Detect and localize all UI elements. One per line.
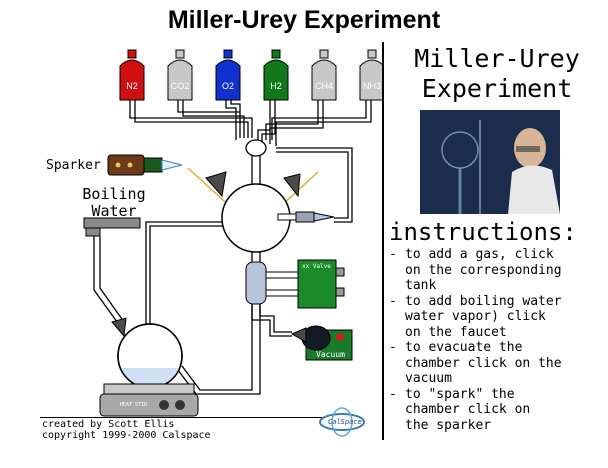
valve-box [297,259,345,309]
gas-tank-label[interactable]: CO2 [170,81,190,91]
gas-tank-n2[interactable] [119,49,145,101]
side-panel-title: Miller-Urey Experiment [390,44,604,104]
credits-rule [40,417,322,418]
logo-text: CalSpace [328,418,362,426]
page-title: Miller-Urey Experiment [167,6,441,34]
sparker-label: Sparker [46,158,101,173]
electrodes [187,167,319,217]
vacuum-pump [290,325,353,361]
instruction-item: -to evacuate the chamber click on the va… [389,340,562,386]
boiling-water-line2: Water [91,202,137,220]
vacuum-label[interactable]: Vacuum [316,350,345,359]
panel-divider [382,42,384,440]
credits-line2: copyright 1999-2000 Calspace [42,430,211,441]
gas-tank-label[interactable]: N2 [126,81,138,91]
gas-tank-o2[interactable] [215,49,241,101]
credits: created by Scott Ellis copyright 1999-20… [42,419,211,441]
gas-tank-ch4[interactable] [311,49,337,101]
hot-plate [99,383,199,417]
condenser [245,261,300,305]
instruction-text: to add a gas, click on the corresponding… [405,247,562,293]
credits-line1: created by Scott Ellis [42,419,175,430]
scientist-photo [420,110,560,214]
instruction-item: -to add a gas, click on the correspondin… [389,247,562,293]
hotplate-knob-label: HEAT STIR [120,402,148,408]
sparker-device [107,154,183,176]
gas-tank-h2[interactable] [263,49,289,101]
valve-label: xx Valve [302,263,331,270]
instructions-heading: instructions: [389,218,577,246]
boiling-water-line1: Boiling [82,185,146,203]
instruction-text: to "spark" the chamber click on the spar… [405,386,531,433]
gas-tanks [119,49,382,101]
instruction-item: -to "spark" the chamber click on the spa… [389,386,531,433]
gas-tank-nh3[interactable] [359,49,382,101]
gas-tank-label[interactable]: H2 [270,81,282,91]
apparatus-diagram [83,49,382,437]
faucet [83,217,141,237]
side-stopcock [277,211,335,223]
gas-tubing [129,100,372,146]
gas-tank-label[interactable]: O2 [221,81,234,91]
calspace-logo [319,407,365,437]
gas-tank-co2[interactable] [167,49,193,101]
gas-tank-label[interactable]: NH3 [362,81,381,91]
instruction-text: to add boiling water water vapor) click … [405,293,562,340]
gas-junction [245,139,267,157]
gas-tank-label[interactable]: CH4 [314,81,333,91]
instruction-text: to evacuate the chamber click on the vac… [405,340,562,386]
side-title-line2: Experiment [421,74,573,103]
boiling-water-label[interactable]: Boiling Water [80,186,148,220]
instruction-item: -to add boiling water water vapor) click… [389,293,562,340]
instructions-list: -to add a gas, click on the correspondin… [389,247,603,433]
side-title-line1: Miller-Urey [414,44,580,73]
boiling-flask [111,317,183,389]
